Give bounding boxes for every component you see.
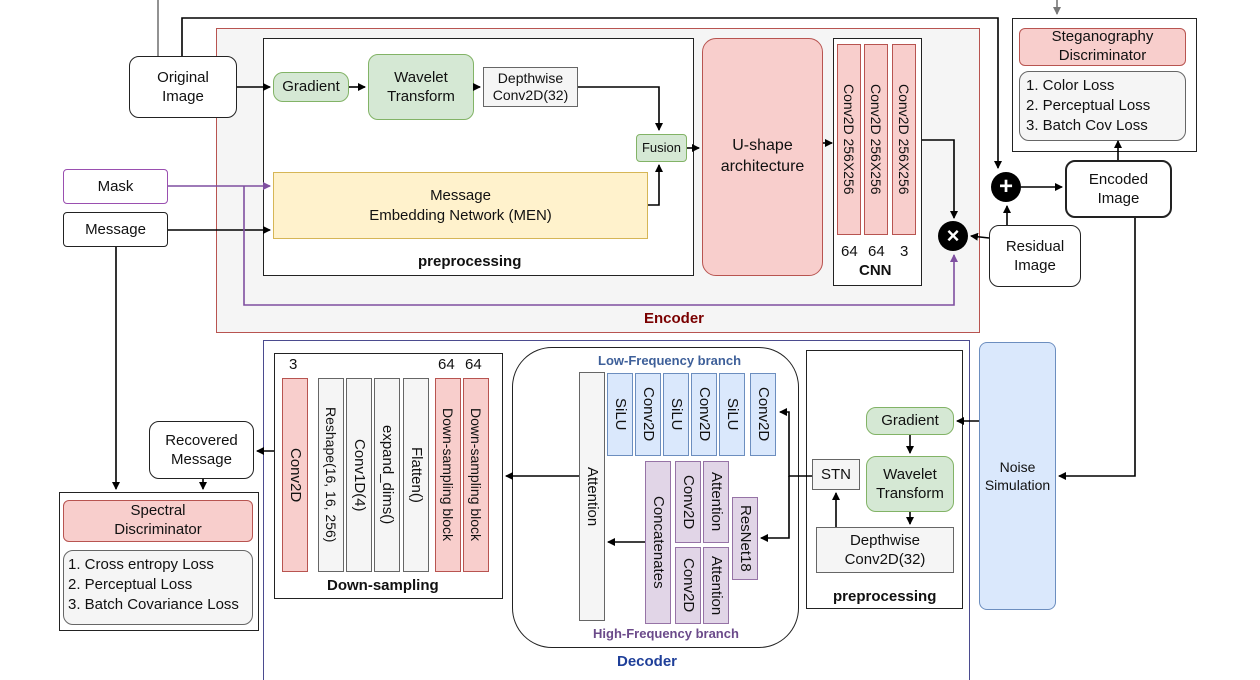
encoder-depthwise-node: Depthwise Conv2D(32) xyxy=(483,67,578,107)
spectral-loss-item: 3. Batch Covariance Loss xyxy=(68,596,239,613)
low-branch-layer: SiLU xyxy=(719,373,745,456)
cnn-channel-label: 64 xyxy=(868,243,885,260)
original-image-node: Original Image xyxy=(129,56,237,118)
encoder-preprocessing-label: preprocessing xyxy=(418,253,522,270)
down-layer-conv2d: Conv2D xyxy=(282,378,308,572)
diagram-canvas: Encoder preprocessing Original Image Gra… xyxy=(59,0,1197,680)
steg-loss-item: 2. Perceptual Loss xyxy=(1026,97,1151,114)
down-channel-label: 64 xyxy=(438,356,455,373)
cnn-title: CNN xyxy=(859,262,892,279)
spectral-loss-item: 2. Perceptual Loss xyxy=(68,576,193,593)
connector-lines xyxy=(112,0,1136,546)
decoder-preprocessing-label: preprocessing xyxy=(833,588,937,605)
down-sampling-block: Down-sampling block xyxy=(435,378,461,572)
add-operator-icon: + xyxy=(991,172,1021,202)
decoder-depthwise-node: Depthwise Conv2D(32) xyxy=(816,527,954,573)
steg-discriminator-title: Steganography Discriminator xyxy=(1019,28,1186,66)
high-branch-attention: Attention xyxy=(703,461,729,543)
cnn-layer: Conv2D 256X256 xyxy=(837,44,861,235)
down-channel-label: 3 xyxy=(289,356,298,373)
low-branch-layer: SiLU xyxy=(607,373,633,456)
low-frequency-branch-title: Low-Frequency branch xyxy=(598,353,742,368)
high-frequency-branch-title: High-Frequency branch xyxy=(593,626,739,641)
cnn-layer: Conv2D 256X256 xyxy=(864,44,888,235)
low-branch-layer: Conv2D xyxy=(635,373,661,456)
ushape-node: U-shape architecture xyxy=(702,38,823,276)
steg-loss-item: 3. Batch Cov Loss xyxy=(1026,117,1148,134)
spectral-discriminator-title: Spectral Discriminator xyxy=(63,500,253,542)
steg-loss-list: 1. Color Loss 2. Perceptual Loss 3. Batc… xyxy=(1019,71,1186,141)
resnet18-node: ResNet18 xyxy=(732,497,758,580)
cnn-channel-label: 64 xyxy=(841,243,858,260)
high-branch-conv: Conv2D xyxy=(675,461,701,543)
noise-simulation-node: Noise Simulation xyxy=(979,342,1056,610)
concatenates-node: Concatenates xyxy=(645,461,671,624)
high-branch-conv: Conv2D xyxy=(675,547,701,624)
encoder-gradient-node: Gradient xyxy=(273,72,349,102)
low-branch-layer: SiLU xyxy=(663,373,689,456)
down-layer-expand-dims: expand_dims() xyxy=(374,378,400,572)
cnn-layer: Conv2D 256X256 xyxy=(892,44,916,235)
down-channel-label: 64 xyxy=(465,356,482,373)
spectral-loss-list: 1. Cross entropy Loss 2. Perceptual Loss… xyxy=(63,550,253,625)
residual-image-node: Residual Image xyxy=(989,225,1081,287)
fusion-node: Fusion xyxy=(636,134,687,162)
steg-loss-item: 1. Color Loss xyxy=(1026,77,1115,94)
down-layer-reshape: Reshape(16, 16, 256) xyxy=(318,378,344,572)
decoder-wavelet-node: Wavelet Transform xyxy=(866,456,954,512)
down-sampling-title: Down-sampling xyxy=(327,577,439,594)
spectral-loss-item: 1. Cross entropy Loss xyxy=(68,556,214,573)
down-layer-flatten: Flatten() xyxy=(403,378,429,572)
high-branch-attention: Attention xyxy=(703,547,729,624)
recovered-message-node: Recovered Message xyxy=(149,421,254,479)
low-branch-layer: Conv2D xyxy=(750,373,776,456)
encoder-wavelet-node: Wavelet Transform xyxy=(368,54,474,120)
down-sampling-block: Down-sampling block xyxy=(463,378,489,572)
cnn-channel-label: 3 xyxy=(900,243,909,260)
encoded-image-node: Encoded Image xyxy=(1065,160,1172,218)
decoder-gradient-node: Gradient xyxy=(866,407,954,435)
mask-node: Mask xyxy=(63,169,168,204)
men-node: Message Embedding Network (MEN) xyxy=(273,172,648,239)
attention-node: Attention xyxy=(579,372,605,621)
low-branch-layer: Conv2D xyxy=(691,373,717,456)
multiply-operator-icon: × xyxy=(938,221,968,251)
down-layer-conv1d: Conv1D(4) xyxy=(346,378,372,572)
encoder-title: Encoder xyxy=(644,310,705,327)
message-node: Message xyxy=(63,212,168,247)
stn-node: STN xyxy=(812,459,860,490)
